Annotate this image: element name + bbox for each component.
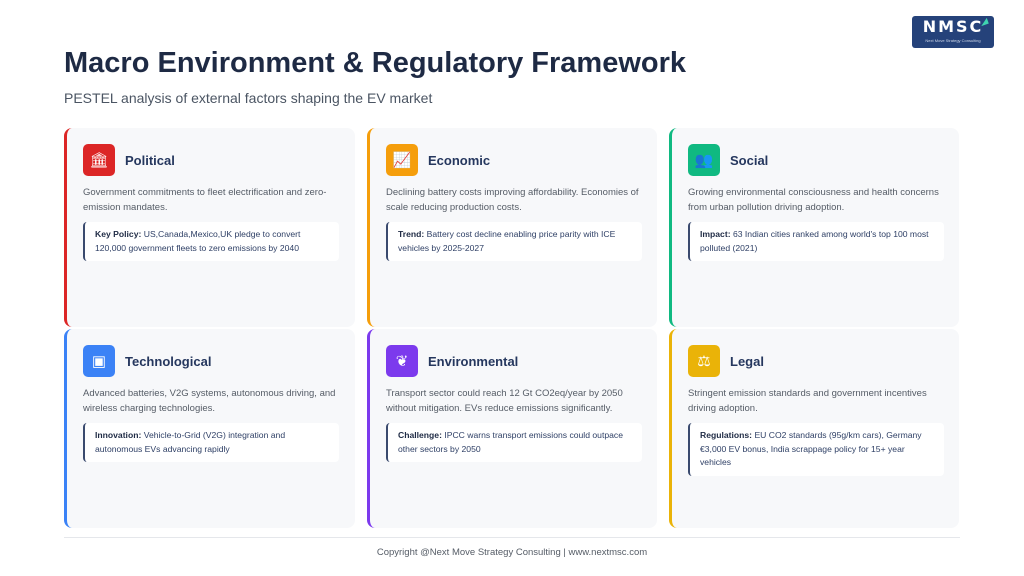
page-subtitle: PESTEL analysis of external factors shap… (64, 90, 433, 106)
chart-line-icon: 📈 (386, 144, 418, 176)
highlight-text: IPCC warns transport emissions could out… (398, 430, 623, 454)
highlight-text: Vehicle-to-Grid (V2G) integration and au… (95, 430, 286, 454)
card-title: Economic (428, 152, 491, 168)
card-title: Legal (730, 353, 764, 369)
card-title: Environmental (428, 353, 519, 369)
users-icon: 👥 (688, 144, 720, 176)
pestel-card-political: 🏛 Political Government commitments to fle… (64, 128, 355, 327)
gavel-icon: ⚖ (688, 345, 720, 377)
highlight-label: Trend: (398, 229, 425, 239)
highlight-text: 63 Indian cities ranked among world's to… (700, 229, 929, 253)
pestel-card-legal: ⚖ Legal Stringent emission standards and … (669, 329, 959, 528)
card-highlight: Trend: Battery cost decline enabling pri… (386, 222, 642, 261)
pestel-card-social: 👥 Social Growing environmental consciousn… (669, 128, 959, 327)
leaf-icon: ❦ (386, 345, 418, 377)
footer: Copyright @Next Move Strategy Consulting… (64, 537, 960, 558)
card-description: Growing environmental consciousness and … (688, 187, 939, 213)
card-title: Technological (125, 353, 212, 369)
card-description: Transport sector could reach 12 Gt CO2eq… (386, 388, 623, 414)
highlight-label: Key Policy: (95, 229, 142, 239)
pestel-card-technological: ▣ Technological Advanced batteries, V2G s… (64, 329, 355, 528)
card-highlight: Key Policy: US,Canada,Mexico,UK pledge t… (83, 222, 339, 261)
card-description: Government commitments to fleet electrif… (83, 187, 327, 213)
card-description: Stringent emission standards and governm… (688, 388, 927, 414)
card-title: Social (730, 152, 769, 168)
card-highlight: Impact: 63 Indian cities ranked among wo… (688, 222, 944, 261)
card-description: Advanced batteries, V2G systems, autonom… (83, 388, 336, 414)
card-description: Declining battery costs improving afford… (386, 187, 639, 213)
card-highlight: Challenge: IPCC warns transport emission… (386, 423, 642, 462)
card-highlight: Regulations: EU CO2 standards (95g/km ca… (688, 423, 944, 476)
highlight-label: Innovation: (95, 430, 142, 440)
card-title: Political (125, 152, 175, 168)
highlight-label: Challenge: (398, 430, 442, 440)
highlight-label: Impact: (700, 229, 731, 239)
pestel-card-environmental: ❦ Environmental Transport sector could re… (367, 329, 657, 528)
highlight-label: Regulations: (700, 430, 753, 440)
card-highlight: Innovation: Vehicle-to-Grid (V2G) integr… (83, 423, 339, 462)
page-title: Macro Environment & Regulatory Framework (64, 47, 687, 79)
pestel-grid: 🏛 Political Government commitments to fle… (64, 128, 960, 528)
highlight-text: US,Canada,Mexico,UK pledge to convert 12… (95, 229, 301, 253)
pestel-card-economic: 📈 Economic Declining battery costs improv… (367, 128, 657, 327)
highlight-text: Battery cost decline enabling price pari… (398, 229, 616, 253)
bank-icon: 🏛 (83, 144, 115, 176)
highlight-text: EU CO2 standards (95g/km cars), Germany … (700, 430, 922, 467)
microchip-icon: ▣ (83, 345, 115, 377)
